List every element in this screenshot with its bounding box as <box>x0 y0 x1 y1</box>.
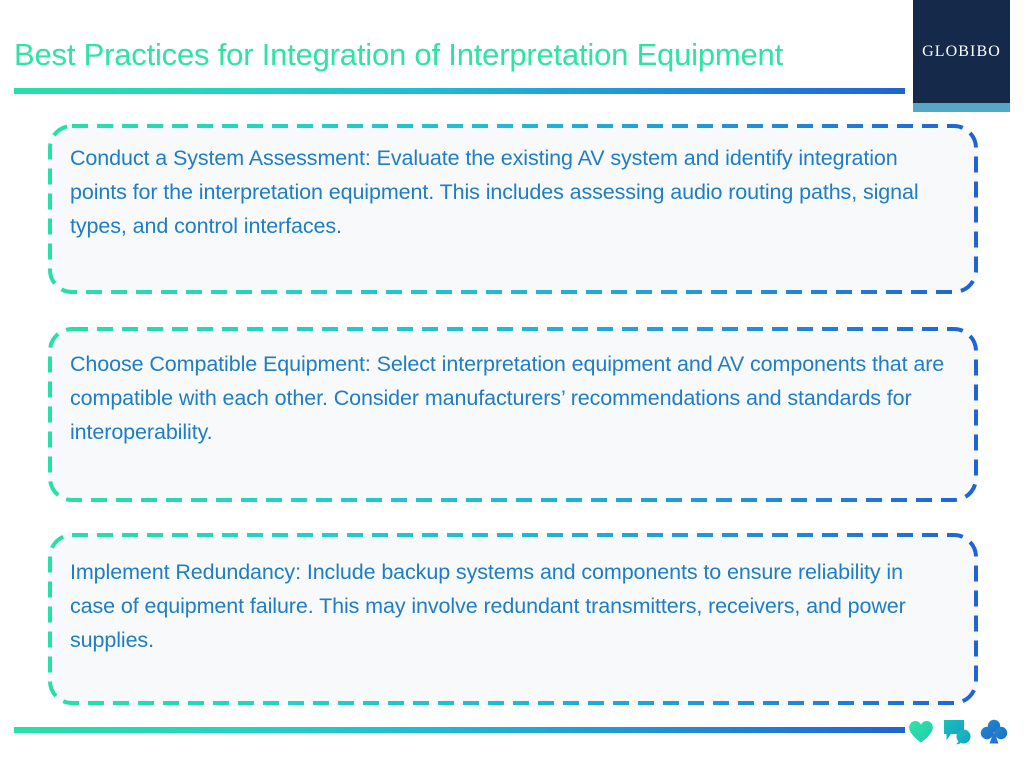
page-title: Best Practices for Integration of Interp… <box>14 37 783 72</box>
slide-header: Best Practices for Integration of Interp… <box>0 0 1024 110</box>
chat-bubble-icon <box>943 719 971 745</box>
globibo-logo: GLOBIBO <box>913 0 1010 103</box>
logo-wordmark: GLOBIBO <box>922 42 1001 60</box>
club-icon <box>980 719 1008 745</box>
practice-card-1-text: Conduct a System Assessment: Evaluate th… <box>70 146 919 238</box>
practice-card-2: Choose Compatible Equipment: Select inte… <box>48 327 978 502</box>
footer-divider <box>14 727 905 733</box>
practice-card-3-text: Implement Redundancy: Include backup sys… <box>70 560 906 652</box>
title-divider <box>14 88 905 94</box>
practice-card-2-text: Choose Compatible Equipment: Select inte… <box>70 352 945 444</box>
practice-card-1: Conduct a System Assessment: Evaluate th… <box>48 124 978 294</box>
logo-underline-bar <box>913 103 1010 112</box>
heart-icon <box>908 720 934 744</box>
practice-card-3: Implement Redundancy: Include backup sys… <box>48 533 978 705</box>
footer-icon-row <box>908 712 1018 752</box>
